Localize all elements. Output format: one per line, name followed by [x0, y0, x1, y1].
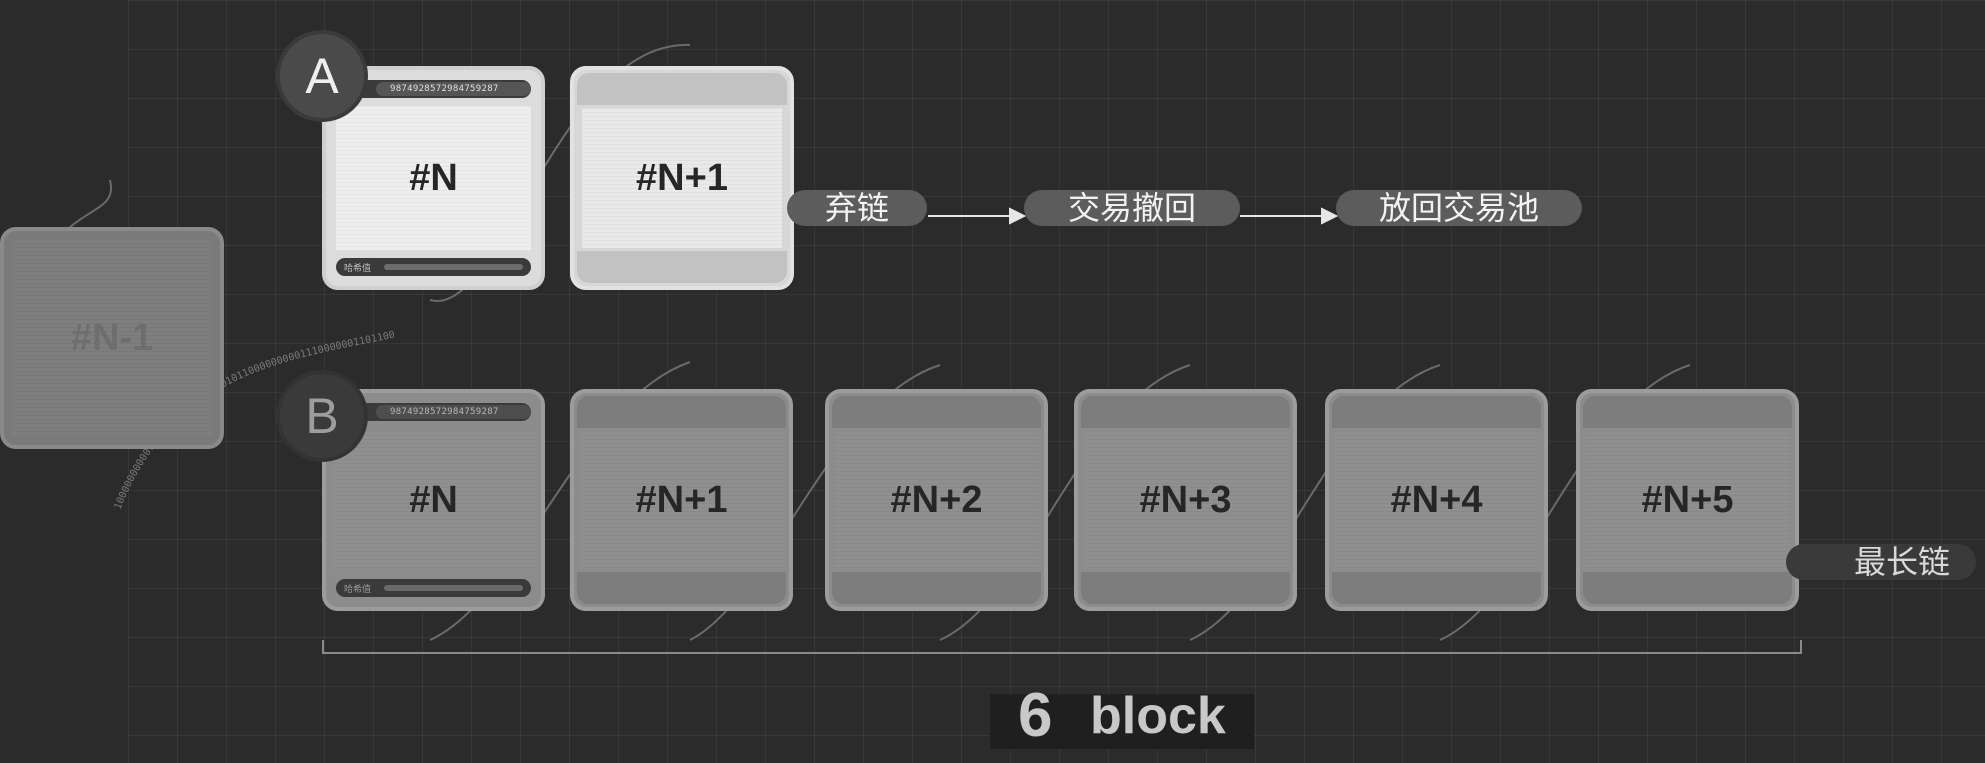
block-footer: 哈希值 [336, 258, 531, 276]
block-label: #N+4 [1390, 478, 1483, 521]
block-band-top [1583, 396, 1792, 428]
block-body [1084, 431, 1287, 569]
block-label: #N+5 [1641, 478, 1734, 521]
block-band-bottom [1583, 572, 1792, 604]
block-band-bottom [832, 572, 1041, 604]
footer-bar [384, 585, 523, 591]
block-band-top [1081, 396, 1290, 428]
longest-chain-label: 最长链 [1786, 544, 1976, 580]
block-b-n4: #N+4 [1325, 389, 1548, 611]
block-band-top [577, 73, 787, 105]
block-a-n1: #N+1 [570, 66, 794, 290]
block-unit: block [1090, 687, 1226, 745]
block-body [12, 239, 212, 437]
block-label: #N-1 [70, 316, 154, 359]
block-band-top [832, 396, 1041, 428]
block-label: #N+3 [1139, 478, 1232, 521]
footer-tag: 哈希值 [344, 263, 372, 274]
block-b-n1: #N+1 [570, 389, 793, 611]
block-b-n2: #N+2 [825, 389, 1048, 611]
block-band-top [577, 396, 786, 428]
step-return-to-pool: 放回交易池 [1336, 190, 1582, 226]
block-label: #N+1 [636, 156, 728, 199]
block-band-bottom [577, 572, 786, 604]
block-b-n5: #N+5 [1576, 389, 1799, 611]
block-label: #N+2 [890, 478, 983, 521]
step-abandon-chain: 弃链 [787, 190, 927, 226]
block-body [336, 106, 531, 250]
block-band-top [1332, 396, 1541, 428]
chain-length-bracket [322, 640, 1802, 654]
block-label: #N [409, 156, 458, 199]
block-body [1335, 431, 1538, 569]
block-label: #N [409, 478, 458, 521]
block-prev: #N-1 [0, 227, 224, 449]
hash-value: 98749285729847592​87 [376, 82, 531, 96]
badge-fork-a: A [276, 30, 368, 122]
badge-fork-b: B [276, 370, 368, 462]
footer-bar [384, 264, 523, 270]
step-tx-revert: 交易撤回 [1024, 190, 1240, 226]
block-body [582, 108, 782, 248]
hash-value: 98749285729847592​87 [376, 405, 531, 419]
block-band-bottom [1081, 572, 1290, 604]
footer-tag: 哈希值 [344, 584, 372, 595]
block-body [580, 431, 783, 569]
block-body [332, 431, 535, 569]
block-body [1586, 431, 1789, 569]
block-footer: 哈希值 [336, 579, 531, 597]
block-band-bottom [577, 251, 787, 283]
block-b-n3: #N+3 [1074, 389, 1297, 611]
block-body [835, 431, 1038, 569]
block-label: #N+1 [635, 478, 728, 521]
block-a-n: 哈希 98749285729847592​87 #N 哈希值 [322, 66, 545, 290]
block-count: 6 [1018, 681, 1053, 750]
block-band-bottom [1332, 572, 1541, 604]
total-label-background [990, 694, 1254, 749]
